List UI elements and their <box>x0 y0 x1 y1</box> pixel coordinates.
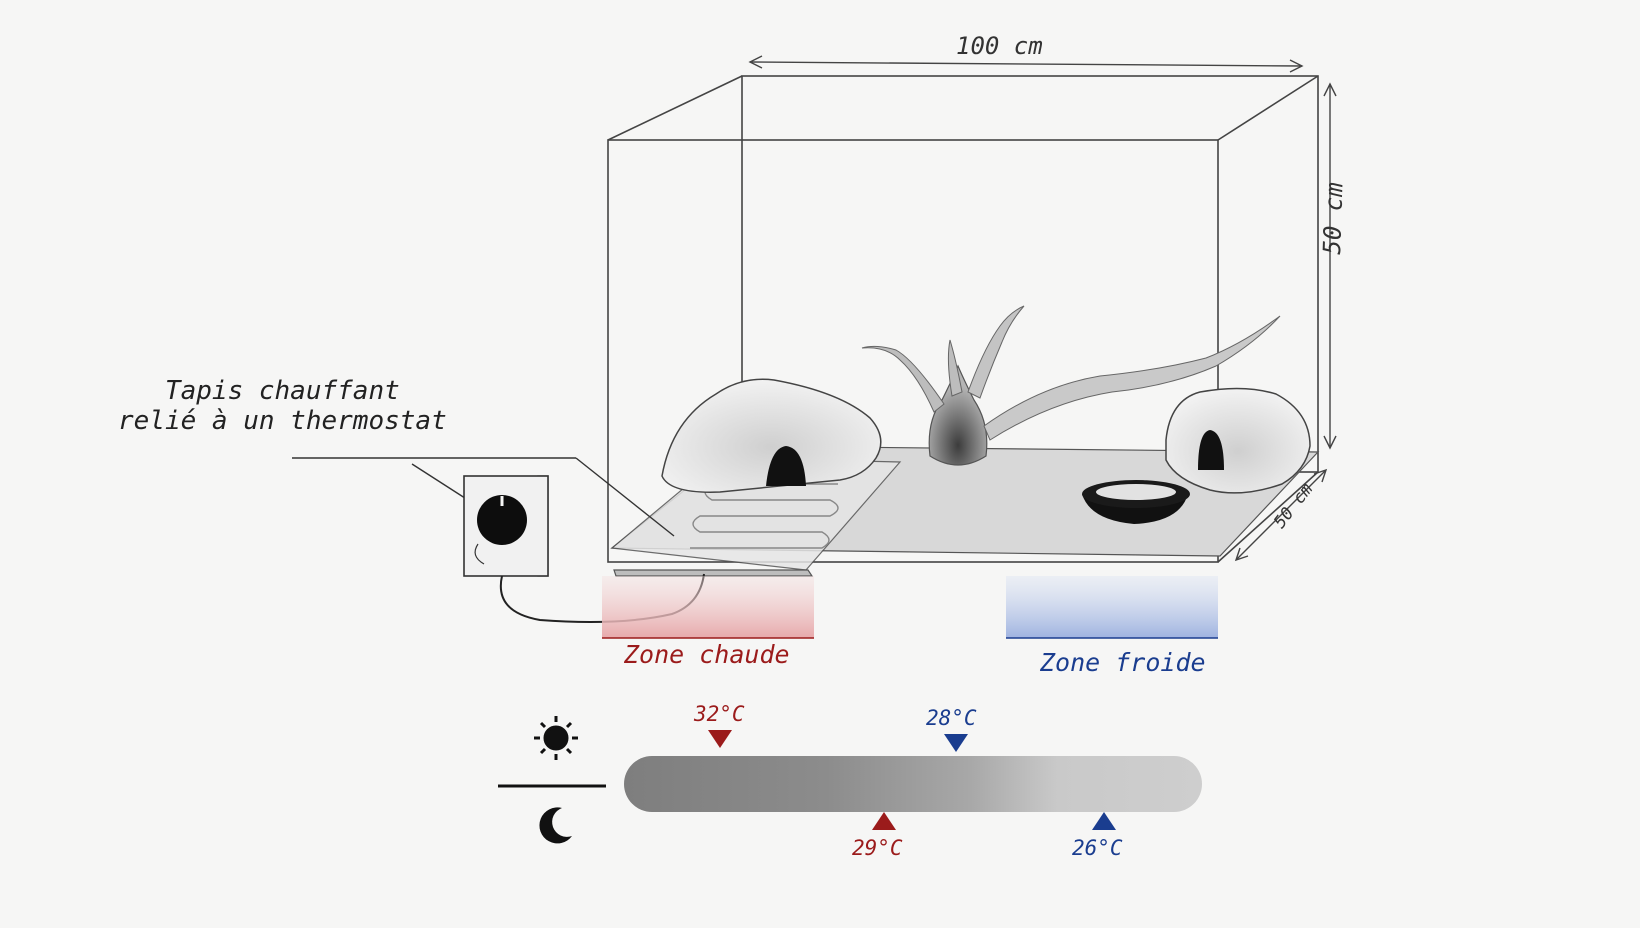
dimension-lines <box>748 55 1337 562</box>
dimension-height-label: 50 cm <box>1318 181 1349 255</box>
thermostat-knob <box>477 495 527 545</box>
dimension-width-label: 100 cm <box>956 32 1043 60</box>
zone-hot-band <box>602 576 814 638</box>
callout-line-2: relié à un thermostat <box>118 406 447 436</box>
right-hide-rock <box>1165 387 1311 494</box>
dim-height-arrow-bottom <box>1323 435 1337 450</box>
marker-night-hot <box>872 812 896 830</box>
dim-width-line <box>749 61 1303 67</box>
terrarium-edge-bottom-right <box>1217 471 1319 563</box>
driftwood-branch-right <box>983 315 1281 441</box>
callout-line-1: Tapis chauffant <box>164 376 400 406</box>
dim-depth-arrow-top <box>1313 468 1328 483</box>
heating-mat-base <box>613 569 814 577</box>
dim-depth-line <box>1235 469 1327 561</box>
driftwood-branch-center-left <box>947 339 963 397</box>
sun-icon <box>534 716 578 760</box>
callout-leader-to-thermostat <box>411 463 469 501</box>
dim-height-arrow-top <box>1323 82 1337 97</box>
temp-day-hot: 32°C <box>694 702 745 726</box>
left-hide-entrance <box>766 446 806 486</box>
callout-leader-to-mat <box>575 457 675 537</box>
dim-width-arrow-left <box>748 55 763 69</box>
temp-night-cold: 26°C <box>1072 836 1123 860</box>
terrarium-front-face <box>607 139 1219 563</box>
marker-day-hot <box>708 730 732 748</box>
driftwood-branch-left <box>861 345 945 413</box>
moon-icon <box>539 807 572 844</box>
left-hide <box>661 378 882 493</box>
marker-day-cold <box>944 734 968 752</box>
left-hide-rock <box>661 378 882 493</box>
water-bowl <box>1082 480 1190 524</box>
heating-mat-callout: Tapis chauffant relié à un thermostat <box>118 376 447 436</box>
zone-hot-label: Zone chaude <box>624 640 790 669</box>
heating-mat-coil <box>690 483 839 549</box>
zone-cold-band <box>1006 576 1218 638</box>
driftwood-branch-center-right <box>967 305 1025 399</box>
temp-night-hot: 29°C <box>852 836 903 860</box>
thermostat <box>292 457 705 623</box>
dim-width-arrow-right <box>1289 59 1304 73</box>
right-hide-entrance <box>1198 430 1224 470</box>
terrarium-edge-top-right <box>1217 75 1319 141</box>
right-hide <box>1165 387 1311 494</box>
driftwood <box>861 305 1281 466</box>
zone-cold-label: Zone froide <box>1040 648 1206 677</box>
temperature-bar <box>624 756 1202 812</box>
dim-depth-arrow-bottom <box>1234 547 1249 562</box>
water-bowl-water <box>1096 484 1176 500</box>
heating-mat <box>610 457 902 577</box>
terrarium-edge-top-left <box>607 75 743 141</box>
marker-night-cold <box>1092 812 1116 830</box>
temp-day-cold: 28°C <box>926 706 977 730</box>
thermostat-dial-arrow <box>474 543 485 565</box>
